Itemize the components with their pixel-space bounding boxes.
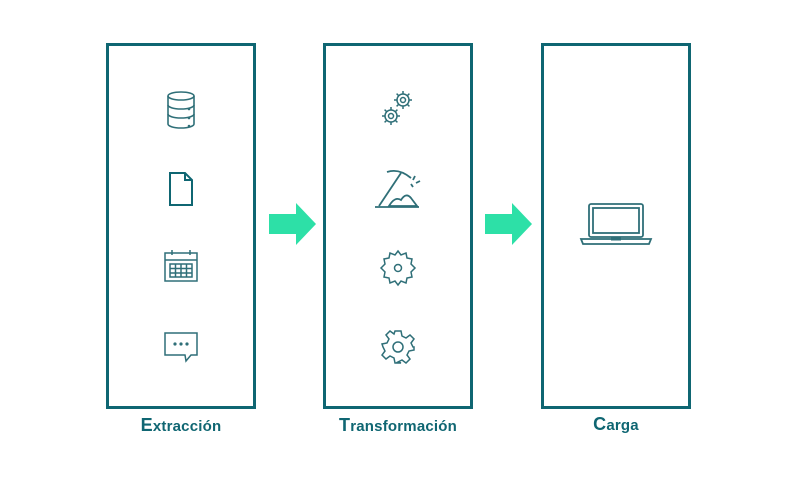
load-label: Carga: [593, 414, 639, 434]
gear-icon: [381, 330, 415, 364]
document-icon: [169, 172, 193, 206]
gears-icon: [382, 91, 412, 125]
load-panel: [541, 43, 691, 409]
arrow-right-icon: [485, 203, 532, 245]
arrow-right-icon: [269, 203, 316, 245]
chat-icon: [164, 332, 198, 363]
extraction-label: Extracción: [140, 415, 222, 435]
extraction-panel: [106, 43, 256, 409]
transformation-panel: [323, 43, 473, 409]
pickaxe-icon: [375, 169, 421, 208]
saw-blade-icon: [379, 249, 417, 287]
transformation-label: Transformación: [339, 415, 457, 435]
calendar-icon: [164, 250, 198, 282]
database-icon: [167, 91, 195, 129]
laptop-icon: [579, 203, 653, 245]
